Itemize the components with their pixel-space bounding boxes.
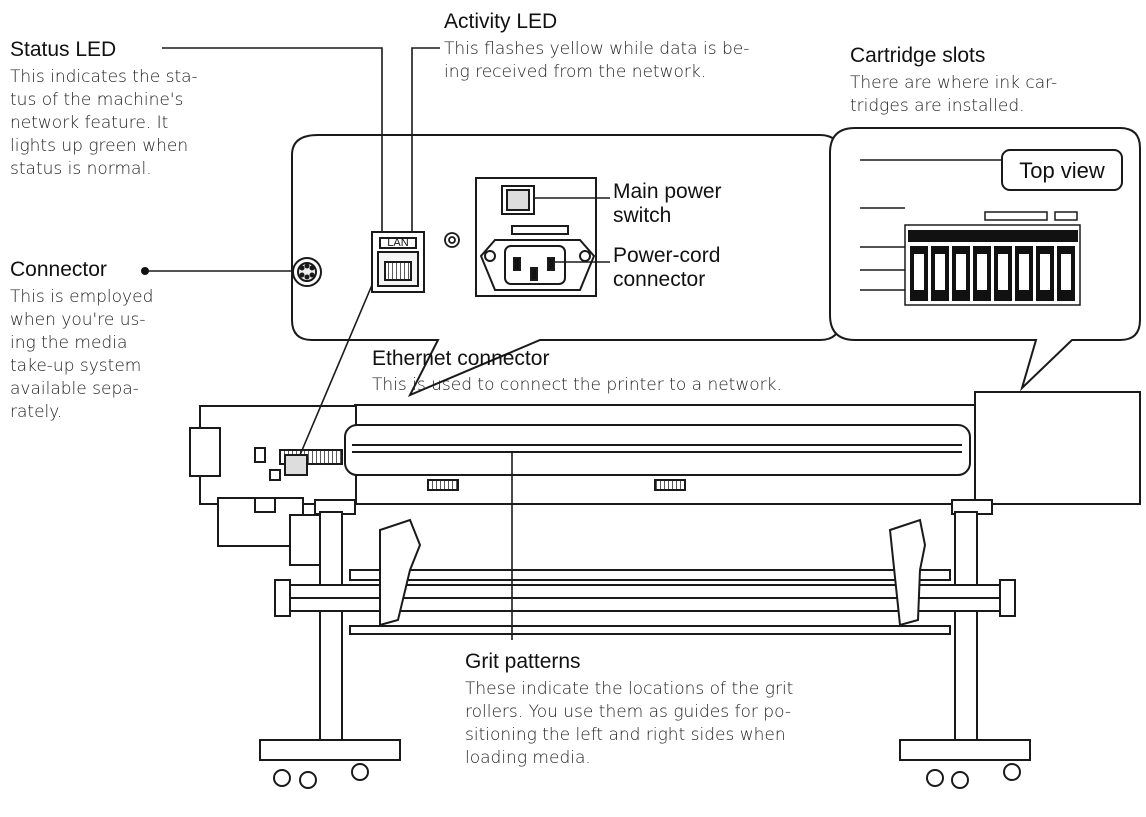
connector-description: This is employed when you're us- ing the…: [10, 286, 153, 424]
top-view-label: Top view: [1019, 158, 1105, 183]
activity-led-leader: [411, 47, 440, 232]
connector-line: This is employed: [10, 287, 154, 307]
leader-lines: [145, 47, 610, 640]
connector-line: rately.: [10, 402, 63, 422]
grit-patterns-title: Grit patterns: [465, 650, 581, 673]
top-view-badge: [1001, 149, 1123, 191]
status-led-line: lights up green when: [10, 136, 189, 156]
connector-leader-dot: [141, 267, 149, 275]
main-power-switch-line: Main power: [613, 180, 722, 203]
power-module-icon: [475, 177, 597, 297]
grit-patterns-line: rollers. You use them as guides for po-: [465, 702, 791, 722]
cartridge-slots-title: Cartridge slots: [850, 44, 986, 67]
ethernet-connector-line: This is used to connect the printer to a…: [372, 375, 782, 395]
grit-patterns-description: These indicate the locations of the grit…: [465, 678, 793, 770]
status-led-line: status is normal.: [10, 159, 152, 179]
status-led-line: tus of the machine's: [10, 90, 184, 110]
connector-line: take-up system: [10, 356, 142, 376]
power-cord-connector-line: connector: [613, 268, 706, 291]
main-power-switch-title: Main power switch: [613, 180, 722, 228]
connector-line: ing the media: [10, 333, 128, 353]
status-led-line: This indicates the sta-: [10, 67, 198, 87]
connector-port-icon: [292, 257, 322, 287]
status-led-title: Status LED: [10, 38, 117, 61]
grit-patterns-line: sitioning the left and right sides when: [465, 725, 786, 745]
ethernet-connector-description: This is used to connect the printer to a…: [372, 374, 782, 397]
power-cord-connector-title: Power-cord connector: [613, 244, 720, 292]
printer-stand: [259, 511, 1031, 789]
activity-led-line: ing received from the network.: [444, 62, 707, 82]
grit-patterns-line: These indicate the locations of the grit: [465, 679, 794, 699]
status-led-line: network feature. It: [10, 113, 169, 133]
main-power-switch-line: switch: [613, 204, 672, 227]
cartridge-slots-line: tridges are installed.: [850, 96, 1025, 116]
ground-screw-icon: [444, 232, 460, 248]
ethernet-connector-leader: [299, 284, 373, 456]
cartridge-slots-icon: [860, 159, 1100, 306]
connector-line: available sepa-: [10, 379, 139, 399]
power-cord-connector-line: Power-cord: [613, 244, 721, 267]
connector-line: when you're us-: [10, 310, 146, 330]
printer-body: [189, 391, 1141, 566]
activity-led-line: This flashes yellow while data is be-: [444, 39, 750, 59]
lan-port-label: LAN: [387, 237, 408, 249]
activity-led-description: This flashes yellow while data is be- in…: [444, 38, 749, 84]
grit-patterns-line: loading media.: [465, 748, 591, 768]
connector-title: Connector: [10, 258, 107, 281]
lan-port-icon: [371, 231, 425, 293]
activity-led-title: Activity LED: [444, 10, 558, 33]
status-led-description: This indicates the sta- tus of the machi…: [10, 66, 198, 181]
status-led-leader: [162, 47, 383, 232]
ethernet-connector-title: Ethernet connector: [372, 347, 550, 370]
cartridge-slots-line: There are where ink car-: [850, 73, 1058, 93]
cartridge-slots-description: There are where ink car- tridges are ins…: [850, 72, 1057, 118]
